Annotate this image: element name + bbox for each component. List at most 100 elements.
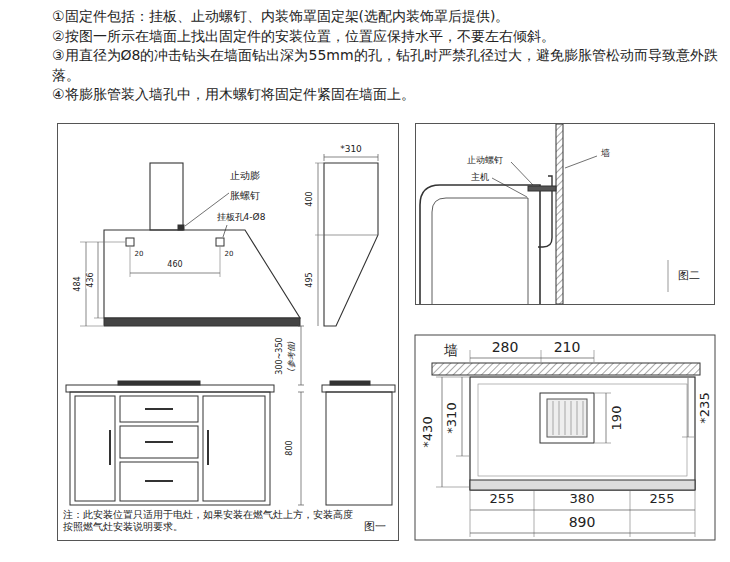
drawer-handle (145, 480, 173, 482)
grille-bar (565, 401, 566, 435)
dimension-line (470, 510, 695, 511)
dimension: 380 (569, 491, 596, 507)
grille-bar (583, 401, 584, 435)
mounting-hole (216, 238, 224, 246)
extension-line (315, 163, 324, 164)
grille-bar (553, 401, 554, 435)
extension-line (541, 350, 542, 362)
hood-side-view (324, 163, 378, 326)
extension-line (630, 491, 631, 537)
instruction: ③用直径为Ø8的冲击钻头在墙面钻出深为55mm的孔，钻孔时严禁孔径过大，避免膨胀… (52, 46, 724, 85)
drawer-handle (145, 408, 173, 410)
hood-body (104, 230, 300, 318)
dimension-line (324, 157, 378, 158)
leader-line (223, 225, 227, 237)
dimension: 255 (489, 491, 516, 507)
dimension-line (301, 326, 302, 385)
figure-panel: 图二 (415, 123, 715, 305)
stop-screw (178, 225, 184, 230)
grille-bar (559, 401, 560, 435)
hood-inner (432, 198, 528, 304)
motor-outlet (540, 393, 594, 443)
dimension: 280 (491, 339, 520, 356)
dimension-line (378, 154, 379, 161)
cooktop-side (330, 381, 370, 385)
part-label: 墙 (600, 148, 611, 159)
door-handle (109, 430, 111, 465)
leader-line (511, 162, 533, 185)
dimension-line (130, 273, 220, 274)
extension-line (80, 242, 125, 243)
dimension-line (324, 154, 325, 161)
instruction: ④将膨胀管装入墙孔中，用木螺钉将固定件紧固在墙面上。 (52, 85, 724, 105)
dimension: *430 (420, 415, 436, 448)
dimension-line (606, 393, 607, 443)
mounting-hole (126, 238, 134, 246)
chimney (150, 163, 183, 230)
door-handle (207, 430, 209, 465)
instruction: ①固定件包括：挂板、止动螺钉、内装饰罩固定架(选配内装饰罩后提供)。 (52, 7, 724, 27)
extension-line (436, 377, 469, 378)
cabinet-side (326, 392, 392, 505)
fan-grille (547, 399, 587, 437)
dimension-line (688, 378, 689, 437)
wall (432, 363, 700, 375)
extension-line (470, 491, 471, 537)
dimension-line (470, 533, 695, 534)
dimension: 460 (166, 260, 183, 270)
cooktop (118, 381, 200, 385)
grille-bar (577, 401, 578, 435)
extension-line (315, 235, 324, 236)
extension-line (436, 487, 469, 488)
dimension: 436 (86, 271, 96, 288)
extension-line (594, 350, 595, 362)
dimension: 190 (609, 405, 625, 432)
dimension-line (98, 242, 99, 318)
dimension-line (298, 505, 304, 506)
extension-line (695, 491, 696, 537)
part-label: 止动螺钉 (466, 155, 504, 166)
dimension: 484 (73, 275, 83, 292)
extension-line (595, 393, 611, 394)
dimension: 255 (649, 491, 676, 507)
extension-line (534, 491, 535, 537)
extension-line (94, 318, 103, 319)
extension-line (130, 247, 131, 277)
hood-section (420, 185, 540, 304)
hood-front-strip (470, 480, 695, 490)
note: 注：此安装位置只适用于电灶，如果安装在燃气灶上方，安装高度按照燃气灶安装说明要求… (63, 509, 355, 534)
figure-panel: 注：此安装位置只适用于电灶，如果安装在燃气灶上方，安装高度按照燃气灶安装说明要求… (57, 123, 399, 541)
figure-caption: 图一 (364, 520, 386, 534)
cabinet-door (203, 396, 265, 501)
drawer (120, 426, 198, 458)
figure-frame (415, 335, 715, 540)
dimension-line (442, 377, 443, 487)
extension-line (595, 443, 611, 444)
dimension-line (298, 326, 304, 327)
dimension-line (318, 163, 319, 326)
extension-line (80, 326, 103, 327)
dimension: 495 (305, 271, 315, 288)
extension-line (470, 350, 471, 362)
cabinet-body (70, 392, 270, 505)
wall (556, 124, 563, 304)
dimension-line (298, 385, 304, 386)
dimension: 20 (224, 250, 235, 258)
dimension-line (301, 392, 302, 505)
dimension: 400 (305, 190, 315, 207)
dimension-line (298, 392, 304, 393)
dimension: 890 (568, 514, 597, 531)
countertop (66, 385, 274, 392)
figure-caption: 图二 (678, 269, 700, 283)
part-label: 挂板孔4-Ø8 (216, 212, 267, 223)
countertop-side (322, 385, 395, 392)
dimension: *235 (697, 391, 713, 424)
extension-line (456, 456, 469, 457)
extension-line (220, 247, 221, 277)
part-label: 止动膨胀螺钉 (230, 166, 264, 205)
chimney-joint (324, 235, 378, 236)
grille-bar (571, 401, 572, 435)
dimension-line (462, 377, 463, 456)
cabinet-door (75, 396, 115, 501)
